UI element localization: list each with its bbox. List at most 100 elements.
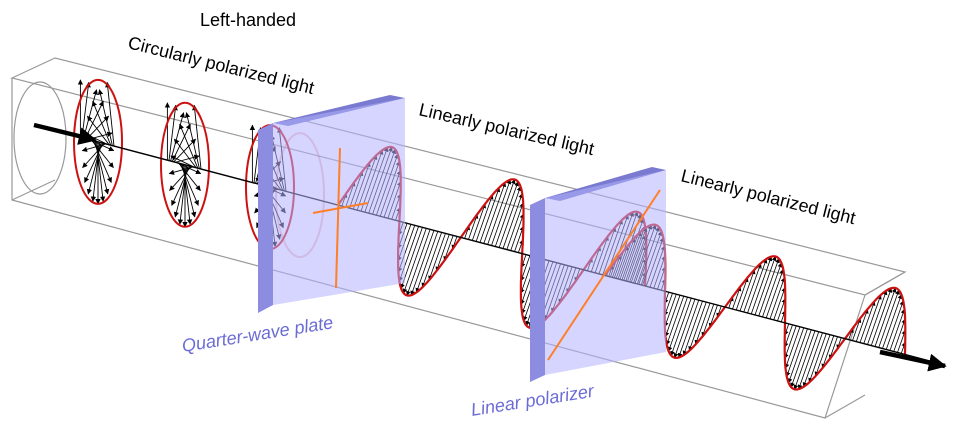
linear-wave-2-vector	[802, 332, 823, 388]
linear-wave-2-vector	[878, 289, 900, 348]
quarter-wave-plate	[258, 95, 405, 313]
linear-wave-1-vector	[520, 255, 531, 282]
circular-vector	[170, 155, 195, 168]
linear-wave-2-vector	[784, 325, 797, 359]
entry-circle	[13, 81, 67, 195]
circular-vector	[97, 89, 113, 146]
linear-wave-1-vector	[415, 231, 439, 293]
linear-wave-2-vector	[762, 262, 783, 318]
label-quarter-wave-plate: Quarter-wave plate	[180, 312, 334, 356]
circular-vector	[81, 143, 107, 152]
plate-edge	[258, 123, 273, 313]
label-linearly-polarized-2: Linearly polarized light	[679, 165, 858, 228]
linear-wave-2-vector	[667, 297, 688, 352]
linear-wave-2-vector	[708, 304, 718, 328]
linear-wave-1-vector	[487, 179, 512, 245]
linear-polarizer	[530, 167, 666, 382]
linear-wave-2-vector	[808, 333, 827, 383]
linear-wave-2-vector	[694, 302, 711, 345]
circular-vector	[168, 104, 178, 161]
linear-wave-1-vector	[406, 229, 431, 296]
linear-wave-1-vector	[502, 193, 524, 249]
linear-wave-2-vector	[787, 328, 808, 384]
circular-vector	[82, 143, 105, 169]
linear-wave-2-vector	[897, 329, 907, 353]
linear-wave-2-vector	[889, 308, 906, 351]
box-start-bottom	[11, 179, 56, 201]
linear-wave-2-vector	[867, 290, 888, 345]
circular-vector	[105, 81, 115, 147]
linear-wave-1-vector	[506, 202, 525, 250]
linear-wave-2-vector	[670, 298, 692, 356]
linear-wave-2-vector	[852, 317, 862, 341]
linear-wave-2-vector	[677, 299, 700, 358]
plate-axis-horizontal	[312, 202, 369, 214]
linear-wave-1-vector	[402, 228, 427, 294]
linear-wave-1-vector	[483, 182, 507, 244]
linear-wave-1-vector	[435, 234, 450, 272]
linear-wave-1-vector	[471, 203, 486, 241]
linear-wave-1-vector	[428, 233, 446, 281]
circular-vector	[173, 138, 197, 163]
linear-wave-2-vector	[732, 286, 742, 310]
linear-wave-2-vector	[777, 298, 787, 322]
label-left-handed: Left-handed	[200, 10, 296, 30]
linear-wave-2-vector	[783, 324, 793, 348]
linear-wave-2-vector	[673, 299, 696, 359]
linear-wave-2-vector	[828, 336, 838, 360]
linear-wave-1-vector	[443, 235, 454, 262]
linear-wave-2-vector	[821, 335, 835, 369]
linear-wave-2-vector	[874, 287, 897, 347]
box-front-face	[11, 78, 866, 419]
circular-vector	[87, 115, 110, 146]
circular-vector	[174, 138, 197, 169]
linear-wave-1-vector	[514, 225, 525, 252]
linear-wave-2-vector	[885, 300, 905, 350]
linear-wave-1-vector	[475, 194, 494, 242]
linear-wave-1-vector	[410, 230, 435, 296]
circular-vector	[179, 123, 199, 169]
linear-wave-1-vector	[421, 232, 442, 288]
circular-vector	[171, 123, 191, 162]
exit-arrow	[879, 349, 947, 372]
linear-wave-2-vector	[750, 256, 773, 315]
polarizer-axis	[547, 189, 661, 361]
label-linear-polarizer: Linear polarizer	[469, 381, 596, 420]
linear-wave-2-vector	[882, 294, 903, 349]
linear-wave-2-vector	[855, 308, 869, 342]
circular-vector	[184, 112, 200, 169]
linear-wave-2-vector	[769, 277, 786, 320]
circular-vector	[169, 166, 192, 191]
linear-wave-2-vector	[758, 258, 780, 317]
box-end-top	[864, 271, 906, 296]
linear-wave-1-vector	[494, 181, 519, 247]
linear-wave-1-vector	[479, 187, 501, 243]
linear-wave-2-vector	[664, 295, 681, 338]
linear-wave-2-vector	[739, 269, 756, 312]
linear-wave-1-vector	[510, 213, 525, 251]
linear-wave-1-vector	[468, 213, 479, 240]
polarizer-edge	[530, 198, 545, 382]
linear-wave-2-vector	[893, 318, 906, 352]
linear-wave-2-vector	[790, 329, 812, 388]
linear-wave-2-vector	[814, 334, 831, 377]
circular-vector	[175, 154, 200, 163]
linear-wave-2-vector	[863, 294, 882, 344]
label-circularly-polarized: Circularly polarized light	[126, 32, 316, 98]
linear-wave-2-vector	[785, 327, 805, 377]
linear-wave-2-vector	[793, 330, 816, 390]
box-end-bottom	[824, 394, 866, 419]
circular-ring-2	[160, 101, 210, 228]
linear-wave-2-vector	[784, 326, 801, 369]
linear-wave-2-vector	[773, 286, 786, 321]
circular-vector	[170, 112, 185, 162]
linear-wave-1-vector	[491, 179, 516, 246]
linear-wave-2-vector	[870, 287, 893, 346]
plate-axis-vertical	[335, 147, 341, 289]
linear-wave-2-vector	[797, 331, 820, 390]
linear-wave-2-vector	[682, 300, 703, 356]
linear-wave-2-vector	[743, 262, 762, 313]
box-back-face	[10, 57, 907, 296]
circular-vector	[168, 166, 194, 175]
